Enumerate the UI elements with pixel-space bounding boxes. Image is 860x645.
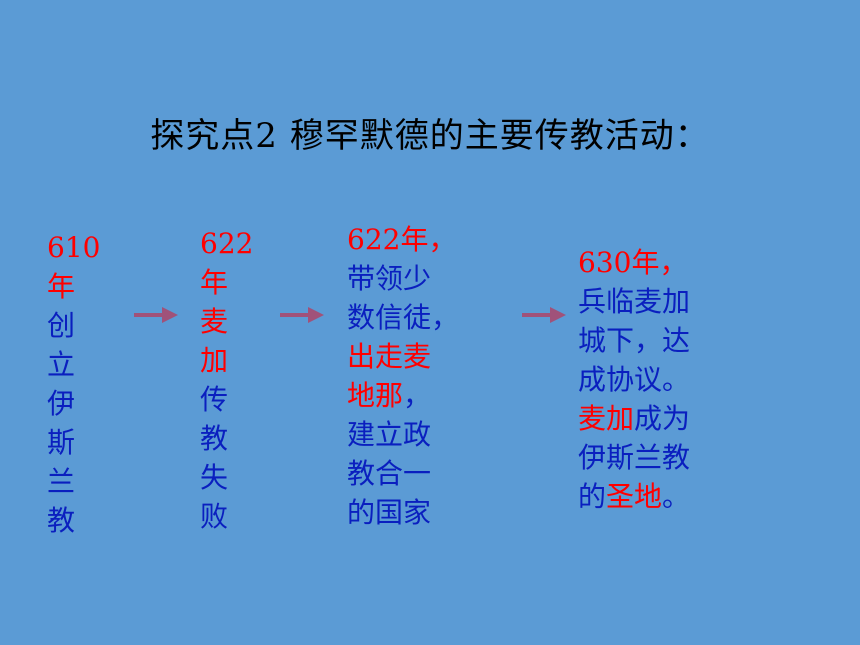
year-line: 622年， <box>347 223 457 256</box>
event-line: 出走麦 <box>347 340 432 373</box>
event-line: 失 <box>200 461 229 494</box>
event-630: 630年， 兵临麦加 城下，达 成协议。 麦加成为 伊斯兰教 的圣地。 <box>578 243 728 516</box>
place-text: 地那 <box>347 379 404 412</box>
event-line: 立 <box>47 348 76 381</box>
place-line: 麦 <box>200 305 229 338</box>
event-text: 成为 <box>634 402 691 435</box>
event-line: 成协议。 <box>578 363 691 396</box>
year-line: 年 <box>200 266 229 299</box>
year-line: 622 <box>200 227 254 260</box>
event-line: 麦加成为 <box>578 399 728 438</box>
event-line: 地那， <box>347 376 477 415</box>
event-line: 败 <box>200 500 229 533</box>
event-line: 创 <box>47 309 76 342</box>
year-line: 年 <box>47 270 76 303</box>
event-line: 斯 <box>47 426 76 459</box>
event-line: 教合一 <box>347 457 432 490</box>
place-line: 加 <box>200 344 229 377</box>
event-line: 兵临麦加 <box>578 285 691 318</box>
place-text: 麦加 <box>578 402 635 435</box>
event-line: 的国家 <box>347 496 432 529</box>
arrow-right-icon <box>522 307 566 323</box>
event-line: 带领少 <box>347 262 432 295</box>
arrow-right-icon <box>280 307 324 323</box>
event-line: 城下，达 <box>578 324 691 357</box>
event-610: 610 年 创 立 伊 斯 兰 教 <box>47 228 107 540</box>
event-622-failure: 622 年 麦 加 传 教 失 败 <box>200 224 260 536</box>
event-line: 数信徒， <box>347 301 460 334</box>
event-622-migration: 622年， 带领少 数信徒， 出走麦 地那， 建立政 教合一 的国家 <box>347 220 477 532</box>
slide-title: 探究点2 穆罕默德的主要传教活动： <box>150 116 710 156</box>
event-text: 的 <box>578 480 607 513</box>
event-line: 兰 <box>47 465 76 498</box>
event-line: 教 <box>47 504 76 537</box>
punctuation: ， <box>403 379 432 412</box>
event-line: 的圣地。 <box>578 477 728 516</box>
event-line: 伊 <box>47 387 76 420</box>
event-line: 教 <box>200 422 229 455</box>
year-line: 630年， <box>578 246 688 279</box>
holy-land-text: 圣地 <box>606 480 663 513</box>
event-line: 建立政 <box>347 418 432 451</box>
arrow-right-icon <box>134 307 178 323</box>
event-line: 传 <box>200 383 229 416</box>
punctuation: 。 <box>662 480 691 513</box>
event-line: 伊斯兰教 <box>578 441 691 474</box>
year-line: 610 <box>47 231 101 264</box>
